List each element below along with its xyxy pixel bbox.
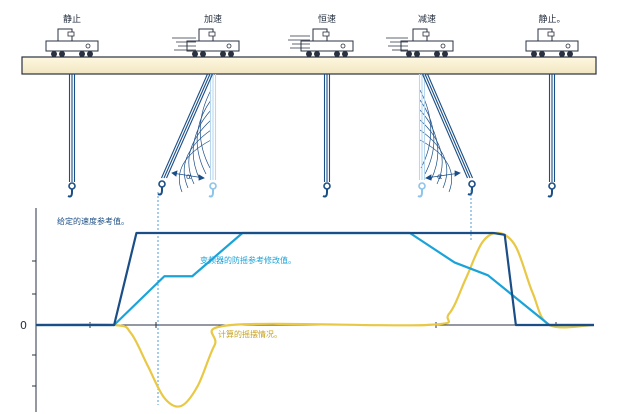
trolley-icon	[400, 28, 454, 57]
hook-icon	[157, 180, 166, 196]
series-layer	[35, 231, 595, 408]
hook-icon	[547, 182, 556, 198]
angle-label-accel: α	[186, 172, 191, 181]
state-label-constant-speed: 恒速	[318, 13, 336, 25]
cable	[160, 73, 214, 179]
hook-icon	[467, 180, 476, 196]
trolley-icon	[300, 28, 354, 57]
cable	[548, 74, 556, 182]
cable	[68, 74, 76, 182]
antisway-ref-label: 变频器的防摇参考修改值。	[200, 255, 296, 265]
hook-icon	[417, 182, 426, 198]
cable	[421, 73, 474, 179]
y-axis-ticks	[32, 260, 36, 387]
state-label-stationary-end: 静止。	[538, 13, 565, 25]
series-speed-reference	[36, 231, 594, 327]
zero-label: 0	[20, 319, 27, 332]
trolley-icon	[525, 28, 579, 57]
crane-beam	[21, 56, 597, 75]
state-labels: 静止 加速 恒速 减速 静止。	[63, 13, 566, 25]
series-calculated-sway	[35, 231, 595, 408]
cable-ghost	[418, 74, 426, 180]
cable-group	[68, 73, 556, 182]
sway-arcs	[178, 89, 453, 193]
motion-lines-icon	[172, 35, 408, 51]
hook-group	[67, 180, 556, 198]
angle-label-decel: α	[437, 172, 442, 181]
trolley-icon	[186, 28, 240, 57]
trolley-icon	[45, 28, 99, 57]
speed-ref-label: 给定的速度参考值。	[57, 216, 129, 226]
cable	[323, 74, 331, 182]
hook-icon	[208, 182, 217, 198]
hook-icon	[67, 182, 76, 198]
dashed-guides	[157, 190, 472, 405]
cable-ghost	[209, 74, 217, 180]
state-label-accelerating: 加速	[204, 14, 222, 25]
state-label-decelerating: 减速	[418, 13, 436, 25]
state-label-stationary-start: 静止	[63, 13, 81, 25]
trolley-group	[45, 28, 579, 57]
hook-icon	[322, 182, 331, 198]
sway-calc-label: 计算的摇摆情况。	[218, 329, 282, 339]
angle-markers: α α	[171, 170, 461, 181]
motion-chart: 0 给定的速度参考值。 变频器的防摇参考修改值。 计算的摇摆情况。	[20, 190, 595, 412]
